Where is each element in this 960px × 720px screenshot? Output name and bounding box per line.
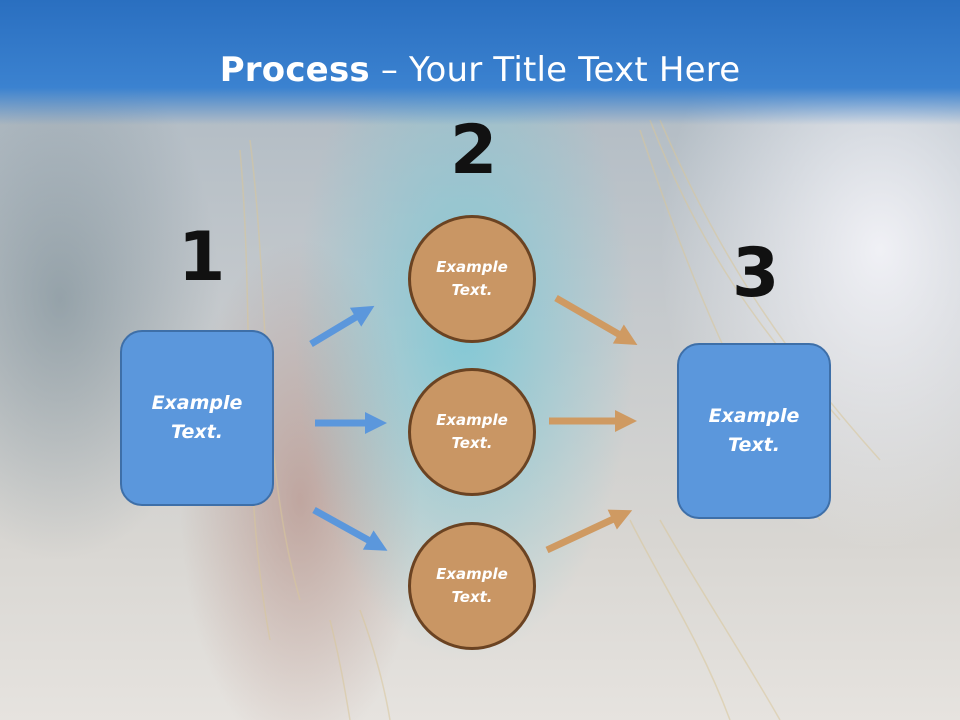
end-box[interactable]: Example Text. — [677, 343, 831, 519]
step-number-2: 2 — [450, 111, 498, 190]
circle-top-line2: Text. — [451, 281, 493, 299]
arrow-left-to-top-circle — [309, 305, 375, 348]
circle-bottom-line1: Example — [436, 565, 508, 583]
arrow-top-circle-to-right — [554, 294, 638, 345]
start-box-line1: Example — [151, 392, 243, 414]
step-number-3: 3 — [732, 234, 780, 313]
circle-top-line1: Example — [436, 258, 508, 276]
process-circle-bottom[interactable]: Example Text. — [408, 522, 536, 650]
step-number-1: 1 — [178, 218, 226, 297]
title-rest: – Your Title Text Here — [369, 50, 741, 90]
end-box-line1: Example — [708, 405, 800, 427]
slide-title: Process – Your Title Text Here — [0, 50, 960, 90]
title-bar: Process – Your Title Text Here — [0, 0, 960, 125]
circle-bottom-line2: Text. — [451, 588, 493, 606]
end-box-line2: Text. — [728, 434, 780, 456]
title-bold: Process — [219, 50, 370, 90]
start-box-line2: Text. — [171, 421, 223, 443]
arrow-middle-circle-to-right — [549, 410, 637, 432]
process-circle-top[interactable]: Example Text. — [408, 215, 536, 343]
circle-middle-line1: Example — [436, 411, 508, 429]
circle-middle-line2: Text. — [451, 434, 493, 452]
arrow-bottom-circle-to-right — [545, 509, 633, 554]
arrow-left-to-middle-circle — [315, 412, 387, 434]
start-box[interactable]: Example Text. — [120, 330, 274, 506]
process-circle-middle[interactable]: Example Text. — [408, 368, 536, 496]
arrow-left-to-bottom-circle — [312, 506, 388, 551]
